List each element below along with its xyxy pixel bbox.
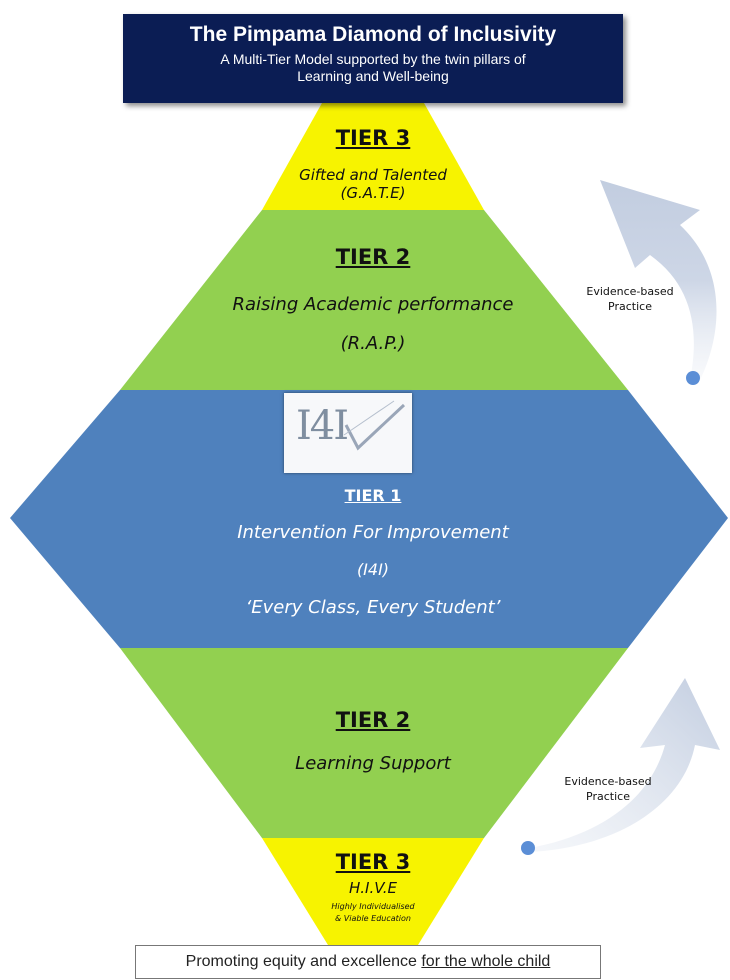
footer-box: Promoting equity and excellence for the …: [135, 945, 601, 979]
arrow-top-dot: [686, 371, 700, 385]
i4i-logo: I4I: [284, 393, 412, 473]
diagram-subtitle: A Multi-Tier Model supported by the twin…: [173, 51, 573, 85]
top-tier2-shape: [120, 210, 628, 390]
bottom-tier3-line1: H.I.V.E: [348, 879, 398, 897]
bottom-tier3-heading: TIER 3: [335, 850, 411, 874]
evidence-bottom-line1: Evidence-based: [564, 775, 652, 788]
evidence-top-line1: Evidence-based: [586, 285, 674, 298]
tier1-line3: ‘Every Class, Every Student’: [245, 597, 501, 618]
top-tier3-shape: [262, 103, 484, 210]
subtitle-line1: A Multi-Tier Model supported by the twin…: [220, 51, 526, 67]
top-tier3-line2: (G.A.T.E): [340, 184, 406, 202]
evidence-label-top: Evidence-based Practice: [570, 284, 690, 314]
tier1-line2: (I4I): [356, 560, 390, 579]
evidence-arrow-bottom: [530, 678, 720, 852]
bottom-tier3-line2: Highly Individualised: [331, 902, 415, 911]
bottom-tier3-shape: [262, 838, 484, 945]
bottom-tier3-line3: & Viable Education: [335, 914, 411, 923]
evidence-label-bottom: Evidence-based Practice: [548, 774, 668, 804]
evidence-bottom-line2: Practice: [586, 790, 630, 803]
footer-text: Promoting equity and excellence: [185, 953, 422, 970]
tier1-heading: TIER 1: [344, 486, 402, 505]
top-tier2-line1: Raising Academic performance: [232, 294, 514, 315]
tier1-shape: [10, 390, 728, 648]
footer-underlined-text: for the whole child: [421, 953, 551, 970]
bottom-tier2-heading: TIER 2: [335, 708, 411, 732]
bottom-tier2-shape: [120, 648, 628, 838]
top-tier3-heading: TIER 3: [335, 126, 411, 150]
header-title-box: The Pimpama Diamond of Inclusivity A Mul…: [123, 14, 623, 103]
bottom-tier2-line1: Learning Support: [295, 753, 451, 774]
arrow-bottom-dot: [521, 841, 535, 855]
subtitle-line2: Learning and Well-being: [297, 68, 449, 84]
logo-text: I4I: [296, 403, 349, 449]
evidence-arrow-top: [600, 180, 717, 380]
diagram-title: The Pimpama Diamond of Inclusivity: [189, 23, 557, 46]
top-tier2-heading: TIER 2: [335, 245, 411, 269]
top-tier3-line1: Gifted and Talented: [299, 166, 447, 184]
tier1-line1: Intervention For Improvement: [237, 522, 509, 543]
evidence-top-line2: Practice: [608, 300, 652, 313]
logo-check-icon: [343, 400, 406, 451]
top-tier2-line2: (R.A.P.): [340, 333, 406, 354]
